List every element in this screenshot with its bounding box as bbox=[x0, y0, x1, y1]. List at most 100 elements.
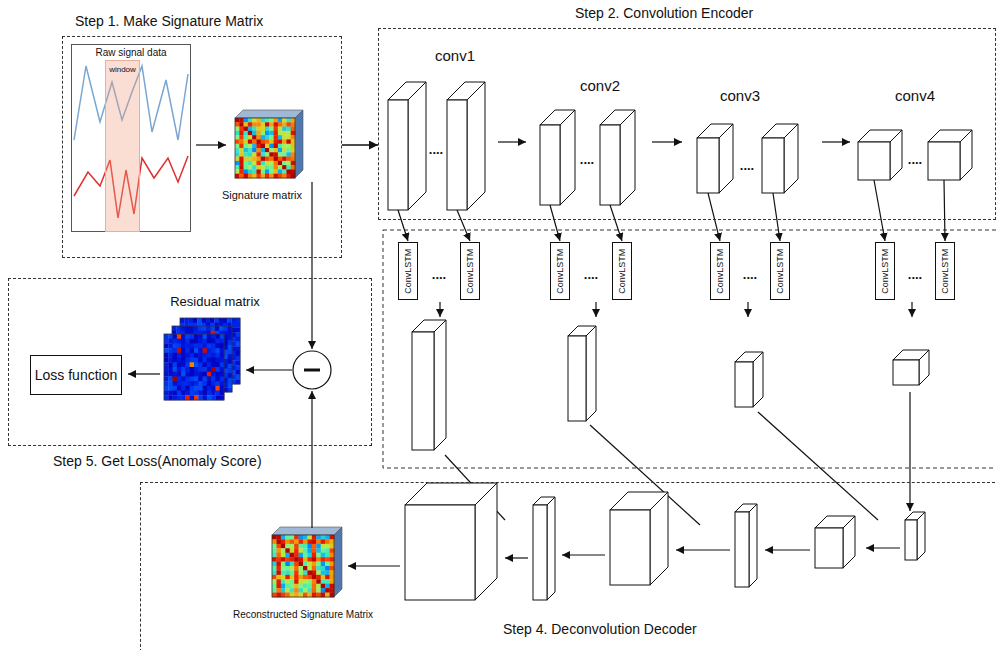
flow-arrow bbox=[758, 412, 878, 520]
node-label: Step 2. Convolution Encoder bbox=[575, 5, 753, 21]
feature-map-cube bbox=[697, 124, 733, 193]
convlstm-box: ConvLSTM bbox=[875, 242, 895, 300]
flow-arrow bbox=[909, 392, 910, 511]
flow-arrow bbox=[911, 302, 912, 317]
feature-map-cube bbox=[610, 492, 668, 585]
ellipsis-mark: .... bbox=[584, 268, 598, 282]
signal-panel: Raw signal data window bbox=[71, 44, 191, 232]
node-label: window bbox=[106, 65, 139, 74]
flow-arrow bbox=[311, 391, 312, 528]
feature-map-cube bbox=[735, 504, 757, 587]
convlstm-box: ConvLSTM bbox=[398, 242, 418, 300]
convlstm-box: ConvLSTM bbox=[612, 242, 632, 300]
loss-box: Loss function bbox=[30, 355, 122, 395]
flow-arrow bbox=[498, 141, 526, 142]
node-label: ConvLSTM bbox=[555, 248, 565, 293]
convlstm-box: ConvLSTM bbox=[550, 242, 570, 300]
node-label: Step 1. Make Signature Matrix bbox=[75, 13, 263, 29]
feature-map-cube bbox=[600, 110, 635, 205]
flow-arrow bbox=[652, 141, 682, 142]
subtract-symbol bbox=[293, 351, 331, 389]
node-label: Step 5. Get Loss(Anomaly Score) bbox=[53, 453, 262, 469]
flow-arrow bbox=[505, 557, 528, 558]
part-label: conv3 bbox=[720, 88, 760, 105]
feature-map-cube bbox=[815, 516, 855, 568]
ellipsis-mark: .... bbox=[908, 268, 922, 282]
convlstm-box: ConvLSTM bbox=[710, 242, 730, 300]
node-label: Raw signal data bbox=[72, 47, 190, 59]
minus-sign bbox=[304, 369, 320, 372]
node-label: ConvLSTM bbox=[617, 248, 627, 293]
feature-map-cube bbox=[540, 110, 575, 205]
flow-arrow bbox=[348, 565, 400, 566]
flow-arrow bbox=[398, 210, 408, 241]
convlstm-box: ConvLSTM bbox=[935, 242, 955, 300]
ellipsis-mark: .... bbox=[740, 159, 754, 173]
feature-map-cube bbox=[858, 130, 902, 180]
flow-arrow bbox=[128, 373, 160, 374]
flow-arrow bbox=[708, 193, 720, 241]
flow-arrow bbox=[595, 302, 596, 317]
flow-arrow bbox=[822, 141, 850, 142]
part-label: Residual matrix bbox=[170, 295, 260, 309]
flow-arrow bbox=[610, 205, 622, 241]
flow-arrow bbox=[676, 549, 730, 550]
part-label: Reconstructed Signature Matrix bbox=[233, 609, 373, 620]
ellipsis-mark: .... bbox=[743, 268, 757, 282]
node-label: ConvLSTM bbox=[403, 248, 413, 293]
flow-arrow bbox=[562, 554, 605, 555]
step-frame: Step 4. Deconvolution Decoder bbox=[140, 482, 996, 650]
feature-map-cube bbox=[762, 124, 798, 193]
convlstm-box: ConvLSTM bbox=[770, 242, 790, 300]
feature-map-cube bbox=[905, 512, 925, 560]
flow-arrow bbox=[457, 210, 470, 241]
feature-map-cube bbox=[412, 320, 446, 450]
reconstructed-matrix bbox=[272, 527, 342, 597]
residual-matrix bbox=[180, 318, 240, 384]
flow-arrow bbox=[342, 144, 378, 145]
feature-map-cube bbox=[447, 82, 485, 210]
flow-arrow bbox=[550, 205, 560, 241]
node-label: ConvLSTM bbox=[715, 248, 725, 293]
flow-arrow bbox=[246, 369, 292, 370]
flow-arrow bbox=[747, 302, 748, 317]
convlstm-box: ConvLSTM bbox=[460, 242, 480, 300]
flow-arrow bbox=[765, 549, 810, 550]
feature-map-cube bbox=[405, 483, 497, 600]
window-band: window bbox=[105, 60, 140, 232]
flow-arrow bbox=[874, 180, 885, 241]
feature-map-cube bbox=[568, 326, 596, 421]
node-label: Loss function bbox=[35, 367, 118, 383]
node-label: ConvLSTM bbox=[940, 248, 950, 293]
flow-arrow bbox=[866, 547, 900, 548]
residual-matrix bbox=[172, 326, 232, 392]
node-label: ConvLSTM bbox=[465, 248, 475, 293]
signature-matrix bbox=[235, 110, 303, 178]
flow-arrow bbox=[773, 193, 780, 241]
part-label: conv1 bbox=[435, 48, 475, 65]
ellipsis-mark: .... bbox=[908, 153, 922, 167]
flow-arrow bbox=[944, 180, 945, 241]
part-label: Signature matrix bbox=[222, 189, 302, 201]
residual-matrix bbox=[164, 334, 224, 400]
part-label: conv2 bbox=[580, 78, 620, 95]
step-frame: Step 1. Make Signature MatrixRaw signal … bbox=[62, 36, 342, 258]
feature-map-cube bbox=[533, 497, 555, 600]
flow-arrow bbox=[196, 144, 226, 145]
feature-map-cube bbox=[735, 352, 763, 407]
ellipsis-mark: .... bbox=[580, 153, 594, 167]
node-label: Step 4. Deconvolution Decoder bbox=[503, 621, 697, 637]
flow-arrow bbox=[439, 302, 440, 317]
node-label: ConvLSTM bbox=[880, 248, 890, 293]
convlstm-region bbox=[383, 230, 996, 468]
feature-map-cube bbox=[928, 130, 972, 180]
node-label: ConvLSTM bbox=[775, 248, 785, 293]
feature-map-cube bbox=[893, 350, 929, 385]
feature-map-cube bbox=[388, 82, 426, 210]
part-label: conv4 bbox=[895, 88, 935, 105]
ellipsis-mark: .... bbox=[429, 143, 443, 157]
flow-arrow bbox=[311, 182, 312, 349]
ellipsis-mark: .... bbox=[432, 268, 446, 282]
